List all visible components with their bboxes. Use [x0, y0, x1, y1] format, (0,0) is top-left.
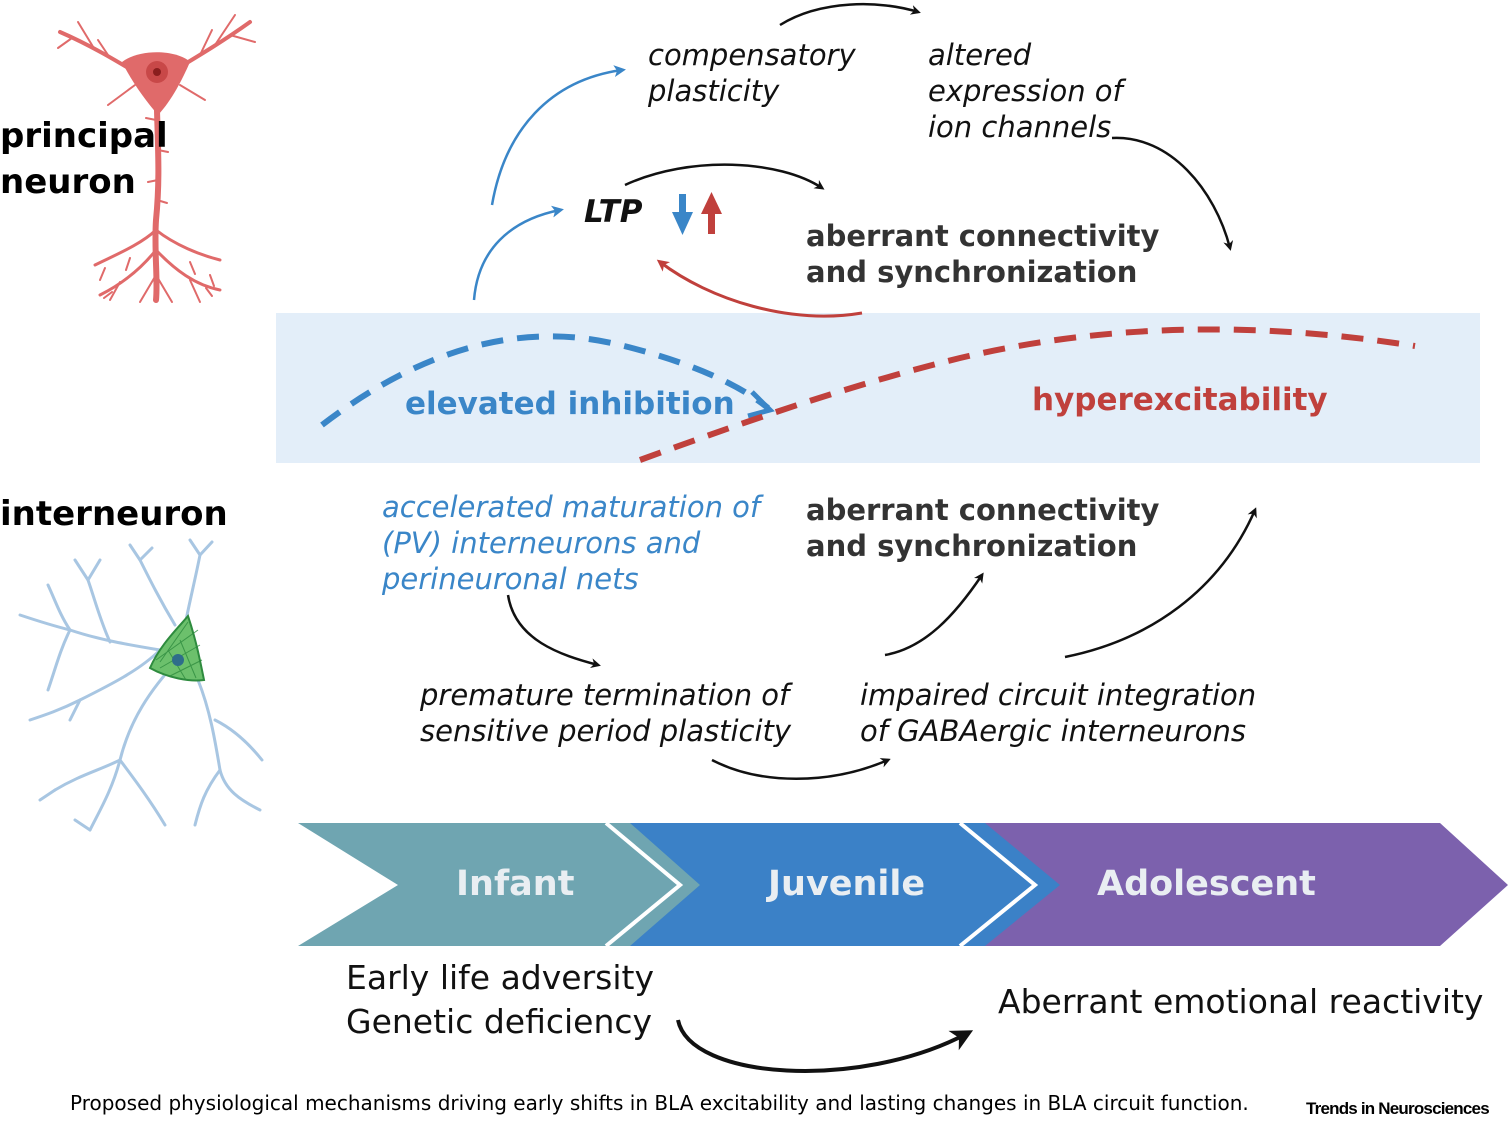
arrow-to-ltp [472, 205, 564, 301]
premature-termination-text: premature termination of sensitive perio… [420, 678, 792, 748]
interneuron-nucleus [172, 654, 184, 666]
hyperexcitability-curve [638, 326, 1416, 463]
stage-chevron-infant [298, 823, 700, 946]
aberrant-connectivity-top-text: aberrant connectivity and synchronizatio… [806, 219, 1160, 289]
up-arrow-icon [701, 192, 722, 234]
principal-neuron-nucleolus [153, 68, 161, 76]
stage-label-infant: Infant [456, 864, 575, 904]
hyperexcitability-label: hyperexcitability [1032, 382, 1328, 418]
arrow-impaired-to-hyperexcitability [1064, 507, 1257, 659]
principal-neuron-label: principal neuron [0, 116, 168, 202]
arrow-causes-to-outcome [676, 1019, 974, 1073]
ltp-label: LTP [584, 194, 643, 230]
physiology-band [276, 313, 1480, 463]
arrow-altered-to-hyperexcitability [1111, 136, 1234, 251]
compensatory-plasticity-text: compensatory plasticity [648, 38, 856, 108]
arrow-to-compensatory-plasticity [490, 65, 626, 206]
elevated-inhibition-curve [320, 333, 770, 428]
accelerated-maturation-text: accelerated maturation of (PV) interneur… [382, 490, 761, 596]
elevated-inhibition-label: elevated inhibition [405, 386, 735, 422]
arrow-termination-to-impaired [711, 758, 891, 780]
interneuron-label: interneuron [0, 494, 228, 534]
arrow-ltp-to-aberrant [624, 163, 825, 190]
arrow-impaired-to-aberrant [884, 572, 984, 657]
stage-chevron-adolescent [960, 823, 1508, 946]
interneuron-icon [18, 538, 264, 832]
down-arrow-icon [672, 194, 693, 235]
impaired-integration-text: impaired circuit integration of GABAergi… [860, 678, 1257, 748]
chevron-divider-2 [958, 821, 1039, 948]
journal-brand: Trends in Neurosciences [1306, 1099, 1490, 1118]
arrow-compensatory-to-altered [779, 2, 921, 27]
altered-expression-text: altered expression of ion channels [928, 38, 1123, 144]
stage-chevron-juvenile [606, 823, 1060, 946]
arrow-maturation-to-termination [506, 594, 601, 669]
figure-caption: Proposed physiological mechanisms drivin… [70, 1091, 1249, 1115]
principal-neuron-icon [57, 14, 256, 303]
elevated-inhibition-arrowhead [747, 390, 775, 419]
outcome-text: Aberrant emotional reactivity [998, 982, 1484, 1021]
stage-label-adolescent: Adolescent [1097, 864, 1316, 904]
aberrant-connectivity-mid-text: aberrant connectivity and synchronizatio… [806, 493, 1160, 563]
chevron-divider-1 [604, 821, 684, 948]
arrow-aberrant-to-ltp [656, 259, 863, 318]
principal-neuron-soma [122, 52, 190, 115]
causes-text: Early life adversity Genetic deficiency [346, 958, 654, 1041]
stage-label-juvenile: Juvenile [768, 864, 926, 904]
